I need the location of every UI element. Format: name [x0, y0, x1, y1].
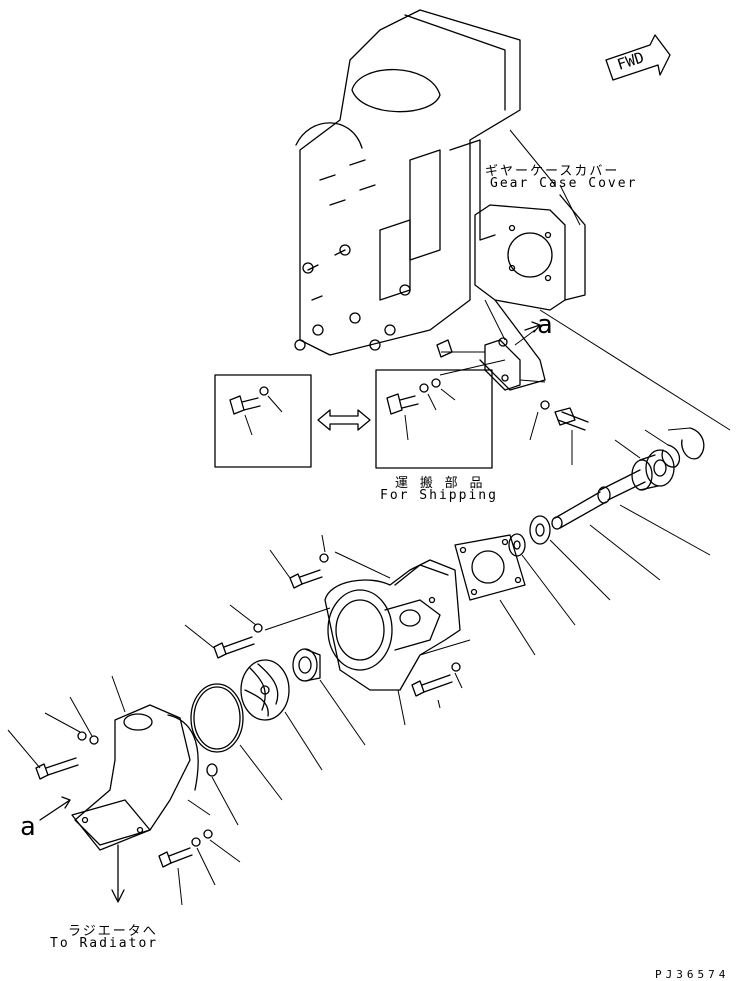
- radiator-en-label: To Radiator: [50, 936, 159, 951]
- shipping-en-label: For Shipping: [380, 488, 498, 503]
- drawing-code: PJ36574: [655, 968, 730, 981]
- forward-arrow: [605, 34, 671, 81]
- gear-case-cover: [474, 129, 586, 391]
- shipping-inset-left: [214, 374, 312, 468]
- gear-case-cover-en-label: Gear Case Cover: [490, 176, 638, 191]
- engine-block: [294, 9, 521, 356]
- gasket: [454, 534, 536, 656]
- view-arrows: [39, 796, 125, 903]
- shaft-assembly: [508, 427, 711, 626]
- impeller: [240, 659, 323, 771]
- radiator-jp-label: ラジエータへ: [68, 924, 158, 939]
- seal: [292, 648, 366, 746]
- side-bolt: [529, 400, 589, 465]
- view-marker-top: a: [537, 310, 553, 340]
- o-ring: [190, 683, 283, 801]
- housing-bolts: [184, 534, 471, 709]
- pump-housing: [264, 551, 461, 726]
- gear-case-cover-jp-label: ギヤーケースカバー: [485, 164, 620, 179]
- upper-bracket: [436, 299, 731, 431]
- double-arrow: [317, 409, 371, 431]
- elbow-outlet: [71, 675, 239, 851]
- shipping-jp-label: 運 搬 部 品: [395, 476, 485, 491]
- elbow-bolts: [7, 696, 241, 906]
- shipping-inset-right: [375, 369, 493, 469]
- view-marker-bottom: a: [20, 812, 36, 842]
